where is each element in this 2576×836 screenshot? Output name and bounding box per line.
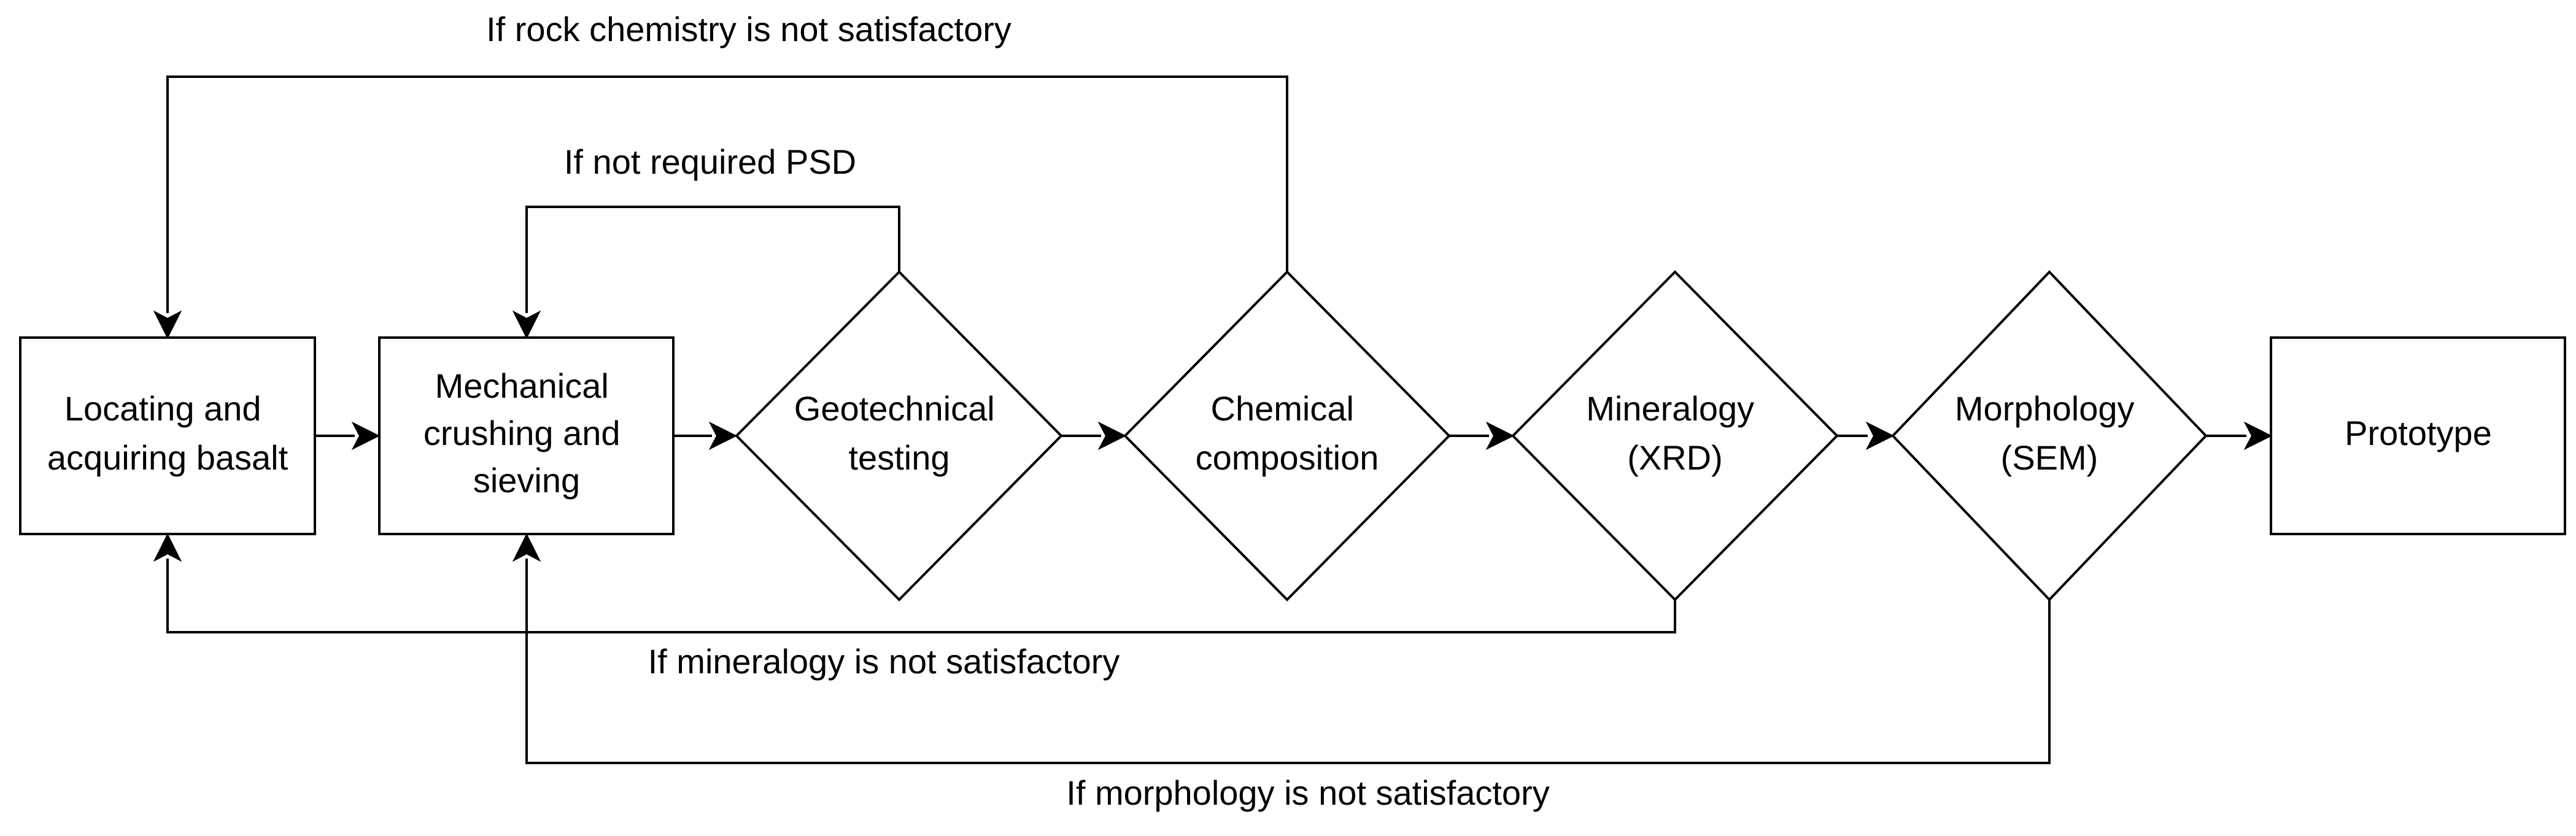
node-label-line: Morphology (1955, 389, 2135, 428)
arrowhead-crush-bottom (512, 533, 541, 562)
node-label-line: Mechanical (435, 366, 609, 405)
edge-geo-to-crush (525, 206, 900, 313)
node-locating-basalt: Locating and acquiring basalt (19, 336, 316, 535)
node-chemical-composition: Chemical composition (1123, 270, 1451, 602)
forward-edges (315, 421, 2273, 451)
edge-chem-to-locate (166, 75, 1288, 313)
node-label: Geotechnical testing (794, 389, 1004, 477)
label-rock-chemistry: If rock chemistry is not satisfactory (486, 10, 1011, 48)
node-box (19, 336, 316, 535)
node-diamond (1511, 270, 1839, 602)
node-label: Chemical composition (1196, 389, 1379, 477)
node-mechanical-crushing: Mechanical crushing and sieving (378, 336, 675, 535)
node-label: Mechanical crushing and sieving (424, 366, 630, 500)
node-label: Locating and acquiring basalt (47, 389, 288, 477)
arrowhead-crush (351, 421, 381, 451)
node-diamond (1891, 270, 2208, 602)
arrowhead-proto (2243, 421, 2273, 451)
arrowhead-mineral (1485, 421, 1515, 451)
node-label-line: Geotechnical (794, 389, 995, 428)
node-label-line: acquiring basalt (47, 438, 288, 477)
node-label-line: (XRD) (1627, 438, 1723, 477)
arrowhead-geo (708, 421, 738, 451)
node-mineralogy-xrd: Mineralogy (XRD) (1511, 270, 1839, 602)
node-label-line: sieving (473, 461, 580, 500)
edge-mineral-to-locate (166, 559, 1676, 633)
label-required-psd: If not required PSD (564, 142, 856, 181)
node-label-line: Prototype (2345, 414, 2492, 452)
node-label-line: composition (1196, 438, 1379, 477)
node-label-line: Chemical (1211, 389, 1354, 428)
arrowhead-locate-top (153, 310, 182, 339)
node-diamond (735, 270, 1063, 602)
node-label: Morphology (SEM) (1955, 389, 2144, 477)
node-box (378, 336, 675, 535)
node-label: Prototype (2345, 414, 2492, 452)
node-label-line: testing (849, 438, 950, 477)
node-box (2270, 336, 2566, 535)
node-prototype: Prototype (2270, 336, 2566, 535)
node-diamond (1123, 270, 1451, 602)
node-label: Mineralogy (XRD) (1586, 389, 1763, 477)
edge-morph-to-crush (525, 559, 2051, 764)
label-mineralogy: If mineralogy is not satisfactory (648, 642, 1120, 681)
edge-labels: If rock chemistry is not satisfactory If… (486, 10, 1550, 812)
node-morphology-sem: Morphology (SEM) (1891, 270, 2208, 602)
feedback-edges (153, 75, 2051, 764)
node-label-line: (SEM) (2001, 438, 2098, 477)
node-label-line: crushing and (424, 414, 621, 452)
arrowhead-morph (1865, 421, 1895, 451)
label-morphology: If morphology is not satisfactory (1066, 773, 1549, 812)
arrowhead-chem (1097, 421, 1127, 451)
node-label-line: Mineralogy (1586, 389, 1754, 428)
node-geotechnical-testing: Geotechnical testing (735, 270, 1063, 602)
arrowhead-crush-top (512, 310, 541, 339)
arrowhead-locate-bottom (153, 533, 182, 562)
node-label-line: Locating and (64, 389, 261, 428)
